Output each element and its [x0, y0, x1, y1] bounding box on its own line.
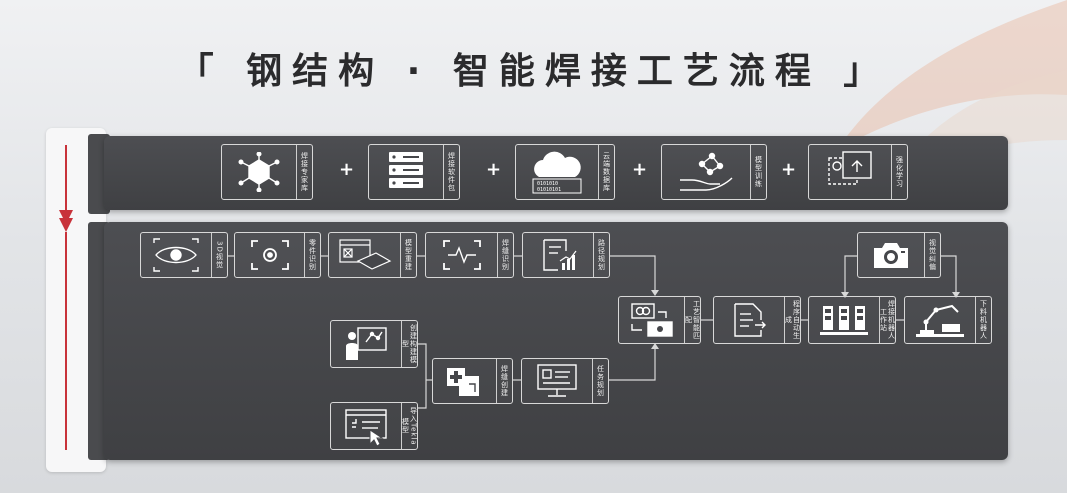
node-label: 下料机器人: [975, 297, 991, 343]
node-welding-robot-station[interactable]: 焊接机器人工作站: [808, 296, 896, 344]
window-plane-icon: [338, 239, 391, 270]
node-label: 模型训练: [750, 145, 766, 199]
node-label: 零件识别: [304, 233, 320, 277]
node-path-planning[interactable]: 路径规划: [522, 232, 610, 278]
focus-target-icon: [250, 240, 289, 270]
node-label: 导入Tekla模型: [401, 403, 418, 449]
screen-upload-icon: [828, 151, 872, 185]
flow-arrow-icon: [59, 145, 73, 450]
plus-icon: +: [781, 159, 797, 180]
presenter-board-icon: [346, 327, 387, 360]
node-label: 焊缝识别: [497, 233, 513, 277]
node-label: 工艺智能匹配: [684, 297, 701, 343]
monitor-task-icon: [537, 364, 577, 397]
node-weld-creation[interactable]: 焊缝创建: [432, 358, 513, 404]
node-label: 路径规划: [593, 233, 609, 277]
eye-scan-icon: [153, 238, 199, 272]
node-program-generation[interactable]: 程序自动生成: [713, 296, 801, 344]
node-import-tekla[interactable]: 导入Tekla模型: [330, 402, 418, 450]
plus-icon: +: [632, 159, 648, 180]
node-label: 创建构建模型: [401, 321, 418, 367]
node-process-matching[interactable]: 工艺智能匹配: [618, 296, 701, 344]
node-label: 模型重建: [400, 233, 416, 277]
node-part-recognition[interactable]: 零件识别: [234, 232, 321, 278]
node-model-training[interactable]: 模型训练: [661, 144, 767, 200]
node-reinforcement-learning[interactable]: 强化学习: [808, 144, 908, 200]
document-arrow-icon: [734, 303, 766, 337]
node-label: 焊接机器人工作站: [879, 297, 896, 343]
node-create-model[interactable]: 创建构建模型: [330, 320, 418, 368]
document-chart-icon: [543, 239, 577, 271]
node-task-planning[interactable]: 任务规划: [521, 358, 609, 404]
svg-text:01010101: 01010101: [537, 187, 561, 193]
node-welding-expert-db[interactable]: 焊接专家库: [221, 144, 313, 200]
node-label: 云端数据库: [598, 145, 614, 199]
node-label: 焊接软件包: [443, 145, 459, 199]
node-label: 焊接专家库: [296, 145, 312, 199]
node-weld-recognition[interactable]: 焊缝识别: [425, 232, 514, 278]
node-3d-vision[interactable]: 3D视觉: [140, 232, 228, 278]
document-plus-icon: [446, 368, 479, 396]
cube-network-icon: [238, 152, 280, 192]
node-label: 焊缝创建: [496, 359, 512, 403]
robot-arm-icon: [916, 304, 964, 337]
plus-icon: +: [339, 159, 355, 180]
plus-icon: +: [486, 159, 502, 180]
node-label: 程序自动生成: [784, 297, 801, 343]
pulse-scan-icon: [442, 240, 481, 270]
process-swap-icon: [630, 303, 673, 337]
camera-icon: [874, 243, 908, 268]
node-label: 3D视觉: [211, 233, 227, 277]
node-label: 任务规划: [592, 359, 608, 403]
node-label: 视觉纠偏: [924, 233, 940, 277]
node-visual-correction[interactable]: 视觉纠偏: [857, 232, 941, 278]
window-cursor-icon: [345, 409, 387, 446]
svg-text:0101010: 0101010: [537, 181, 558, 187]
server-stack-icon: [389, 152, 423, 188]
node-label: 强化学习: [891, 145, 907, 199]
node-model-rebuild[interactable]: 模型重建: [328, 232, 417, 278]
robot-station-icon: [820, 306, 868, 335]
hand-network-icon: [680, 152, 733, 191]
node-welding-software[interactable]: 焊接软件包: [368, 144, 460, 200]
node-unloading-robot[interactable]: 下料机器人: [904, 296, 992, 344]
page-title: 「 钢结构 · 智能焊接工艺流程 」: [177, 51, 890, 92]
